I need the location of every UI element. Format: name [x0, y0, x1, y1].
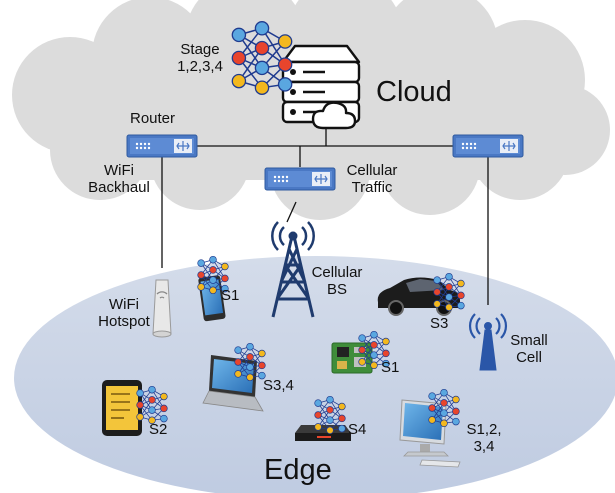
raspberry-pi-icon	[331, 342, 373, 374]
set-top-box-stage-label: S4	[348, 421, 367, 438]
set-top-box-icon	[295, 425, 351, 441]
cell-tower-icon	[271, 221, 315, 318]
small-cell-icon	[468, 313, 508, 371]
edge-label: Edge	[264, 454, 332, 486]
raspberry-pi-stage-label: S1	[381, 359, 400, 376]
phone-stage-label: S1	[221, 287, 240, 304]
car-stage-label: S3	[430, 315, 449, 332]
router-left-icon	[126, 134, 198, 158]
router-label: Router	[130, 110, 176, 127]
wifi-hotspot-icon	[152, 279, 172, 338]
tablet-icon	[102, 380, 142, 436]
server-icon	[281, 44, 361, 130]
router-middle-icon	[264, 167, 336, 191]
laptop-icon	[202, 355, 264, 412]
laptop-stage-label: S3,4	[263, 377, 294, 394]
router-right-icon	[452, 134, 524, 158]
tablet-stage-label: S2	[149, 421, 168, 438]
network-links	[161, 80, 489, 305]
cloud-label: Cloud	[376, 76, 452, 108]
desktop-stage-label: S1,2,3,4	[466, 421, 502, 455]
